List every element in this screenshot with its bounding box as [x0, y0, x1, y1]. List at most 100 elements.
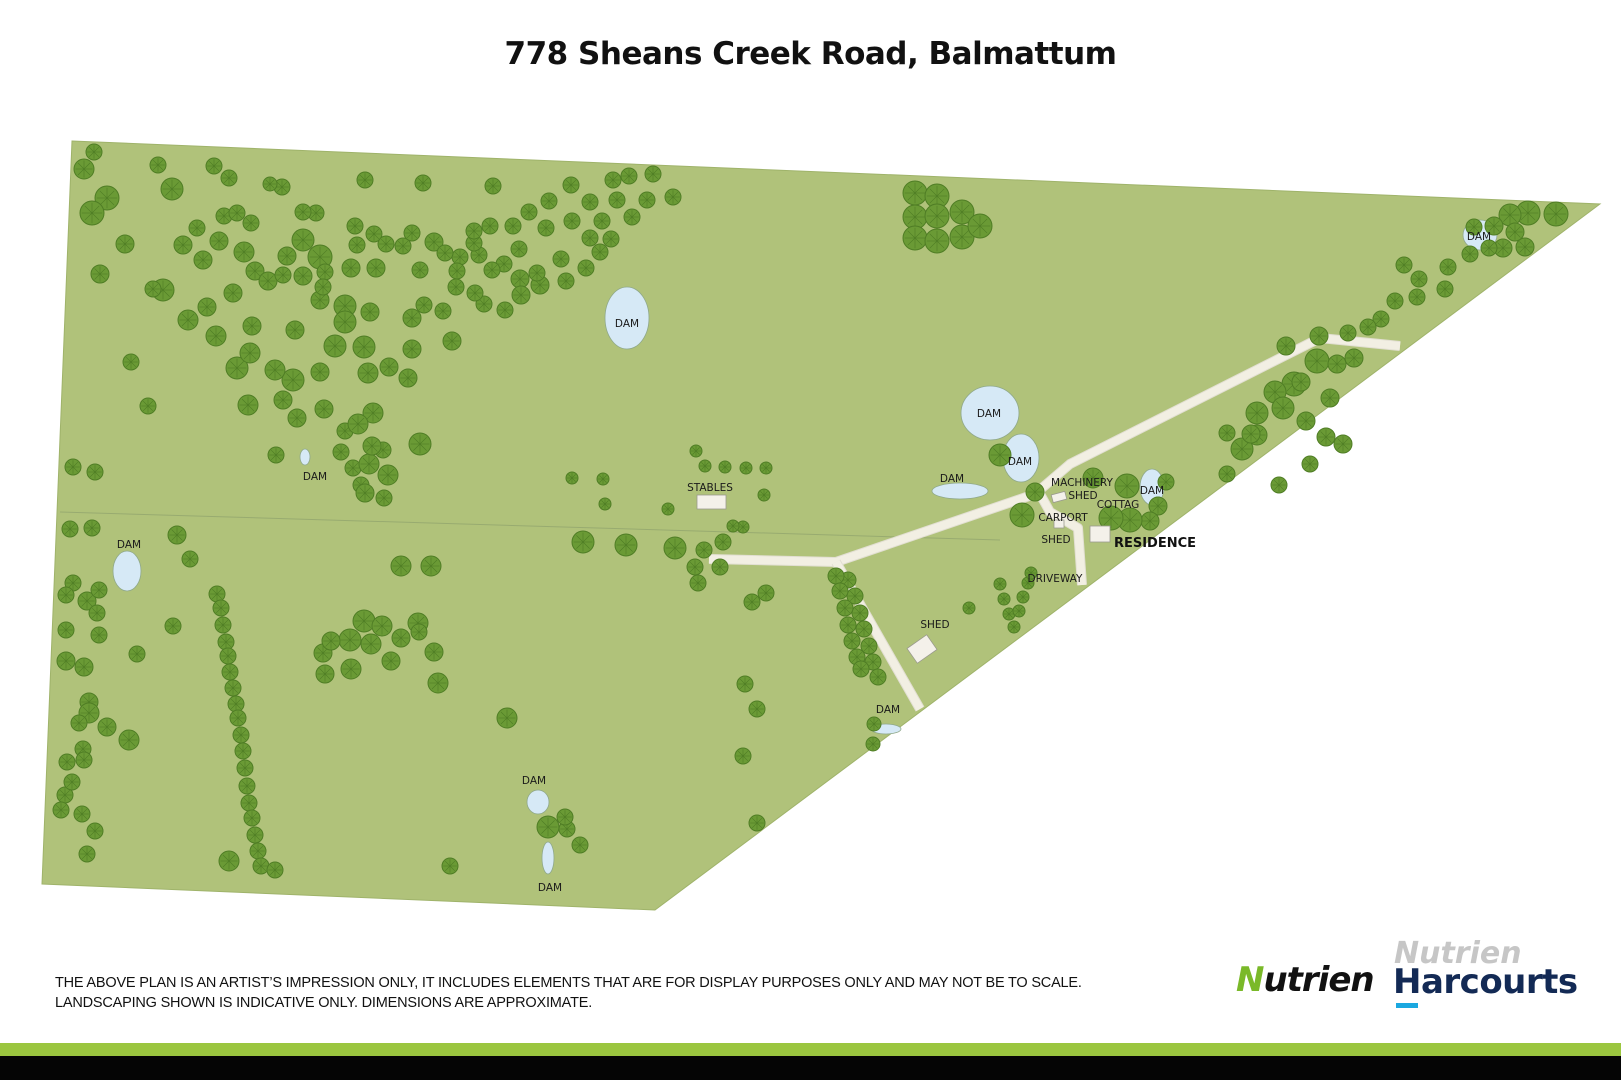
tree-icon: [245, 261, 265, 281]
tree-icon: [225, 356, 249, 380]
tree-icon: [381, 651, 401, 671]
tree-icon: [852, 660, 870, 678]
tree-icon: [252, 857, 270, 875]
tree-icon: [85, 143, 103, 161]
tree-icon: [436, 244, 454, 262]
tree-icon: [64, 458, 82, 476]
tree-icon: [219, 647, 237, 665]
tree-icon: [1505, 222, 1525, 242]
tree-icon: [371, 615, 393, 637]
tree-icon: [689, 574, 707, 592]
tree-icon: [988, 443, 1012, 467]
tree-icon: [61, 520, 79, 538]
tree-icon: [581, 193, 599, 211]
tree-icon: [902, 225, 928, 251]
tree-icon: [614, 533, 638, 557]
nutrien-harcourts-ghost-text: Nutrien: [1394, 936, 1522, 971]
tree-icon: [239, 342, 261, 364]
tree-icon: [262, 176, 278, 192]
tree-icon: [451, 248, 469, 266]
tree-icon: [1436, 280, 1454, 298]
tree-icon: [563, 212, 581, 230]
tree-icon: [924, 228, 950, 254]
tree-icon: [332, 443, 350, 461]
tree-icon: [496, 301, 514, 319]
tree-icon: [293, 266, 313, 286]
tree-icon: [83, 519, 101, 537]
tree-icon: [644, 165, 662, 183]
tree-icon: [240, 794, 258, 812]
tree-icon: [402, 339, 422, 359]
tree-icon: [310, 290, 330, 310]
tree-icon: [1515, 237, 1535, 257]
tree-icon: [1024, 566, 1038, 580]
tree-icon: [448, 262, 466, 280]
tree-icon: [233, 241, 255, 263]
tree-icon: [869, 668, 887, 686]
tree-icon: [74, 657, 94, 677]
tree-icon: [1245, 401, 1269, 425]
tree-icon: [242, 214, 260, 232]
tree-icon: [341, 258, 361, 278]
tree-icon: [281, 368, 305, 392]
tree-icon: [218, 850, 240, 872]
tree-icon: [90, 264, 110, 284]
dam-label: DAM: [522, 775, 546, 787]
tree-icon: [122, 353, 140, 371]
dam-label: DAM: [615, 318, 639, 330]
tree-icon: [1484, 216, 1504, 236]
page-title: 778 Sheans Creek Road, Balmattum: [504, 36, 1117, 72]
tree-icon: [377, 464, 399, 486]
tree-icon: [1218, 424, 1236, 442]
tree-icon: [836, 599, 854, 617]
tree-icon: [56, 786, 74, 804]
tree-icon: [173, 235, 193, 255]
dam-label: DAM: [977, 408, 1001, 420]
tree-icon: [598, 497, 612, 511]
tree-icon: [1461, 245, 1479, 263]
building-machinery: [1050, 490, 1068, 504]
harcourts-accent-bar: [1396, 1003, 1418, 1008]
tree-icon: [321, 631, 341, 651]
tree-icon: [285, 320, 305, 340]
tree-icon: [314, 399, 334, 419]
tree-icon: [177, 309, 199, 331]
tree-icon: [362, 436, 382, 456]
tree-icon: [1016, 590, 1030, 604]
tree-icon: [718, 460, 732, 474]
tree-icon: [52, 801, 70, 819]
tree-icon: [314, 278, 332, 296]
tree-icon: [962, 601, 976, 615]
tree-icon: [243, 809, 261, 827]
map-label: SHED: [1068, 490, 1097, 502]
tree-icon: [686, 558, 704, 576]
tree-icon: [427, 672, 449, 694]
tree-icon: [274, 266, 292, 284]
tree-icon: [277, 246, 297, 266]
tree-icon: [726, 519, 740, 533]
tree-icon: [866, 716, 882, 732]
tree-icon: [232, 726, 250, 744]
tree-icon: [851, 604, 869, 622]
tree-icon: [556, 808, 574, 826]
tree-icon: [258, 271, 278, 291]
building-label: STABLES: [687, 482, 733, 494]
tree-icon: [344, 459, 362, 477]
building-shed: [906, 634, 938, 664]
tree-icon: [689, 444, 703, 458]
tree-icon: [1007, 620, 1021, 634]
footer-green-band: [0, 1043, 1621, 1056]
tree-icon: [520, 203, 538, 221]
tree-icon: [264, 359, 286, 381]
tree-icon: [1498, 203, 1522, 227]
tree-icon: [1395, 256, 1413, 274]
tree-icon: [1339, 324, 1357, 342]
tree-icon: [577, 259, 595, 277]
tree-icon: [593, 212, 611, 230]
tree-icon: [1359, 318, 1377, 336]
tree-icon: [1218, 465, 1236, 483]
tree-icon: [94, 185, 120, 211]
tree-icon: [205, 157, 223, 175]
tree-icon: [591, 243, 609, 261]
tree-icon: [663, 536, 687, 560]
